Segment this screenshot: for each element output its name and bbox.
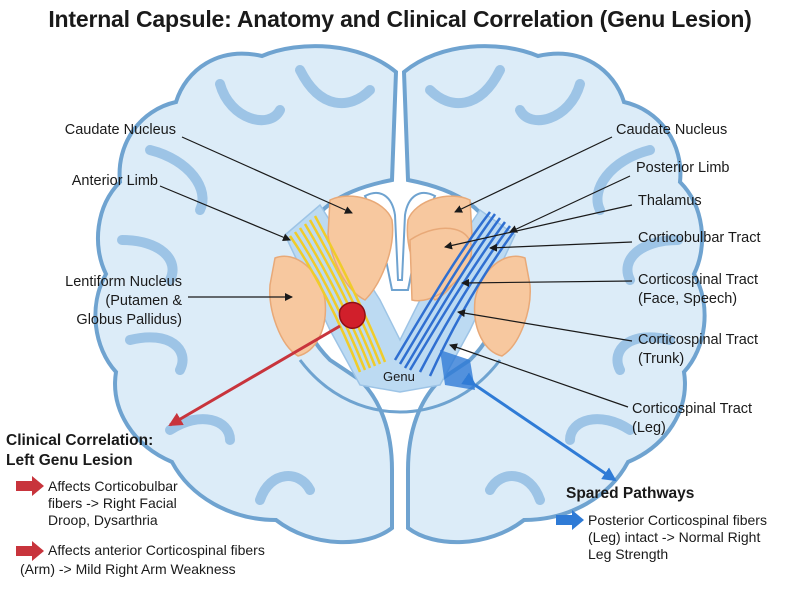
spared-line-2: (Leg) intact -> Normal Right: [588, 529, 761, 545]
spared-line-3: Leg Strength: [588, 546, 669, 562]
page-title: Internal Capsule: Anatomy and Clinical C…: [48, 6, 752, 32]
clinical-bullet-1-line-2: fibers -> Right Facial: [48, 495, 177, 511]
label-cst-trunk-2: (Trunk): [638, 351, 685, 367]
label-cst-trunk-1: Corticospinal Tract: [638, 332, 759, 348]
label-corticobulbar: Corticobulbar Tract: [638, 230, 761, 246]
clinical-bullet-1-line-1: Affects Corticobulbar: [48, 478, 178, 494]
spared-bullet: Posterior Corticospinal fibers (Leg) int…: [588, 512, 767, 563]
clinical-bullet-2: Affects anterior Corticospinal fibers: [48, 542, 265, 559]
clinical-title-1: Clinical Correlation:: [6, 432, 154, 449]
label-genu: Genu: [383, 369, 415, 384]
anterior-limb-fibers: [288, 215, 387, 373]
label-lentiform-1: Lentiform Nucleus: [65, 274, 182, 290]
clinical-title: Clinical Correlation: Left Genu Lesion: [6, 431, 153, 471]
label-caudate-right: Caudate Nucleus: [616, 122, 728, 138]
label-anterior-limb: Anterior Limb: [71, 173, 158, 189]
leader-lines-left: [159, 136, 353, 301]
spared-title: Spared Pathways: [566, 485, 695, 502]
right-lentiform-nucleus: [473, 255, 531, 357]
bullet-arrows: [16, 476, 584, 561]
label-caudate-left: Caudate Nucleus: [64, 122, 176, 138]
brain-outline: [93, 44, 707, 545]
label-posterior-limb: Posterior Limb: [636, 160, 730, 176]
leg-fiber-region: [440, 350, 475, 390]
label-cst-leg-2: (Leg): [632, 420, 666, 436]
label-thalamus: Thalamus: [638, 193, 702, 209]
label-cst-leg-1: Corticospinal Tract: [632, 401, 753, 417]
genu-lesion: [338, 301, 366, 329]
clinical-bullet-1: Affects Corticobulbar fibers -> Right Fa…: [48, 478, 178, 529]
clinical-bullet-2-cont: (Arm) -> Mild Right Arm Weakness: [20, 561, 236, 578]
label-lentiform-3: Globus Pallidus): [76, 312, 182, 328]
clinical-bullet-2-line-1: Affects anterior Corticospinal fibers: [48, 542, 265, 558]
label-lentiform-2: (Putamen &: [105, 293, 182, 309]
clinical-bullet-1-line-3: Droop, Dysarthria: [48, 512, 158, 528]
label-cst-face-2: (Face, Speech): [638, 291, 738, 307]
spared-arrow: [461, 372, 617, 482]
spared-line-1: Posterior Corticospinal fibers: [588, 512, 767, 528]
clinical-title-2: Left Genu Lesion: [6, 452, 133, 469]
clinical-arrow: [168, 324, 341, 427]
clinical-bullet-2-line-2: (Arm) -> Mild Right Arm Weakness: [20, 561, 236, 577]
label-cst-face-1: Corticospinal Tract: [638, 272, 759, 288]
